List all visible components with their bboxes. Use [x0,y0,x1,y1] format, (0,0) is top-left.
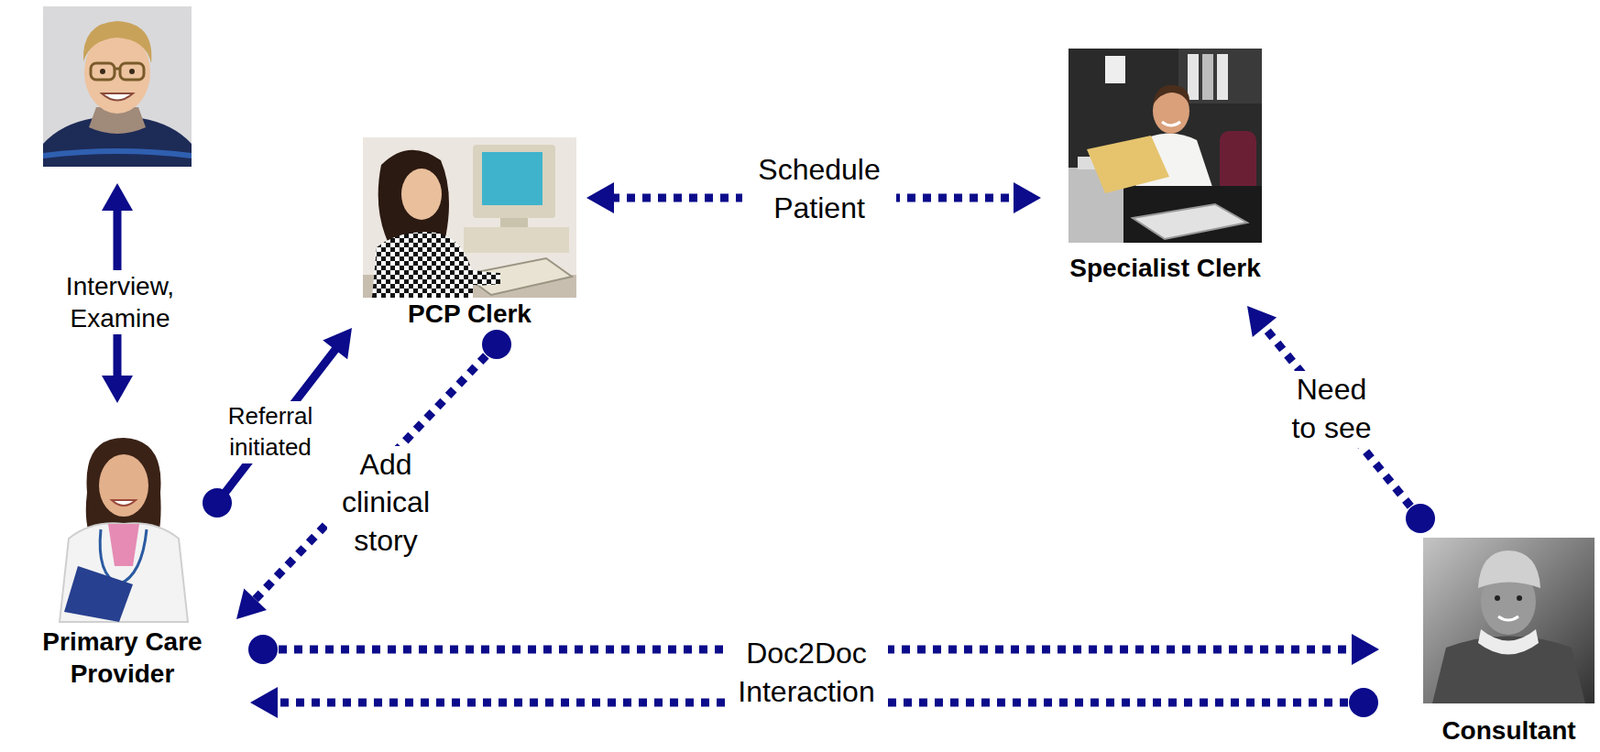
connector [236,329,512,620]
patient-photo [43,148,192,159]
surgeon-photo [1498,616,1519,621]
patient-photo [114,67,121,71]
edge-label: Add clinical story [327,446,445,561]
photo-frame [45,428,199,623]
clerk-photo [1187,54,1199,100]
start-dot [1405,504,1436,534]
patient-photo [99,68,106,75]
clerk-photo [1086,135,1170,194]
node-caption: Primary Care Provider [31,625,215,691]
patient-photo [83,21,152,64]
clerk-photo [372,231,473,298]
person-node [43,6,192,167]
clerk-photo [1105,55,1126,84]
person-node: Specialist Clerk [1068,48,1262,285]
patient-photo [90,63,115,80]
doctor-photo [98,454,149,517]
clerk-photo [1178,48,1262,104]
arrow-head [101,183,133,211]
surgeon-photo [1494,595,1501,602]
photo-frame [1423,537,1595,704]
arrow-head [1351,634,1380,666]
clerk-photo [1152,85,1190,106]
edge-label: Referral initiated [207,401,334,464]
start-dot [248,635,278,665]
clerk-photo [1202,54,1214,100]
surgeon-photo [1478,629,1539,656]
start-dot [482,329,512,360]
photo-frame [1068,48,1262,243]
clerk-photo [431,254,501,285]
clerk-photo [401,168,442,220]
surgeon-photo [1478,550,1541,589]
surgeon-photo [1516,595,1523,602]
clerk-photo [472,144,556,219]
clerk-photo [1161,121,1181,126]
start-dot [202,488,232,518]
patient-photo [120,63,144,80]
patient-photo [43,6,192,167]
connector-line [253,344,497,602]
patient-photo [43,6,192,167]
edge-label: Interview, Examine [43,270,198,335]
connector [1247,306,1436,534]
node-caption: PCP Clerk [407,297,532,330]
person-node: PCP Clerk [362,137,577,330]
doctor-photo [45,428,199,623]
clerk-photo [1068,48,1262,243]
doctor-photo [45,428,199,623]
clerk-photo [463,227,570,253]
edge-label: Schedule Patient [742,151,897,228]
doctor-photo [64,566,133,623]
doctor-photo [59,523,188,623]
arrow-head [1247,306,1277,338]
start-dot [1348,688,1379,718]
edge-label: Need to see [1282,371,1381,448]
photo-frame [362,137,577,298]
clerk-photo [362,137,577,298]
clerk-photo [500,218,528,228]
edge-label: Doc2Doc Interaction [724,635,888,712]
arrow-head [250,687,278,719]
node-caption: Specialist Clerk [1069,252,1261,285]
photo-frame [43,6,192,167]
clerk-photo [1068,48,1262,243]
doctor-photo [108,524,140,567]
arrow-head [1013,182,1042,214]
clerk-photo [482,152,543,206]
doctor-photo [111,500,136,506]
surgeon-photo [1423,537,1595,704]
clerk-photo [1132,204,1248,240]
clerk-photo [1216,54,1228,100]
arrow-head [322,328,352,360]
node-caption: Consultant [1441,714,1576,747]
clerk-photo [1219,131,1257,196]
patient-photo [129,68,135,75]
patient-photo [101,93,133,101]
clerk-photo [362,137,577,298]
surgeon-photo [1423,537,1595,704]
person-node: Primary Care Provider [31,428,215,691]
arrow-head [101,375,133,404]
arrow-head [236,589,267,620]
arrow-head [586,182,614,214]
connector-line [1262,325,1421,519]
person-node: Consultant [1423,537,1595,747]
